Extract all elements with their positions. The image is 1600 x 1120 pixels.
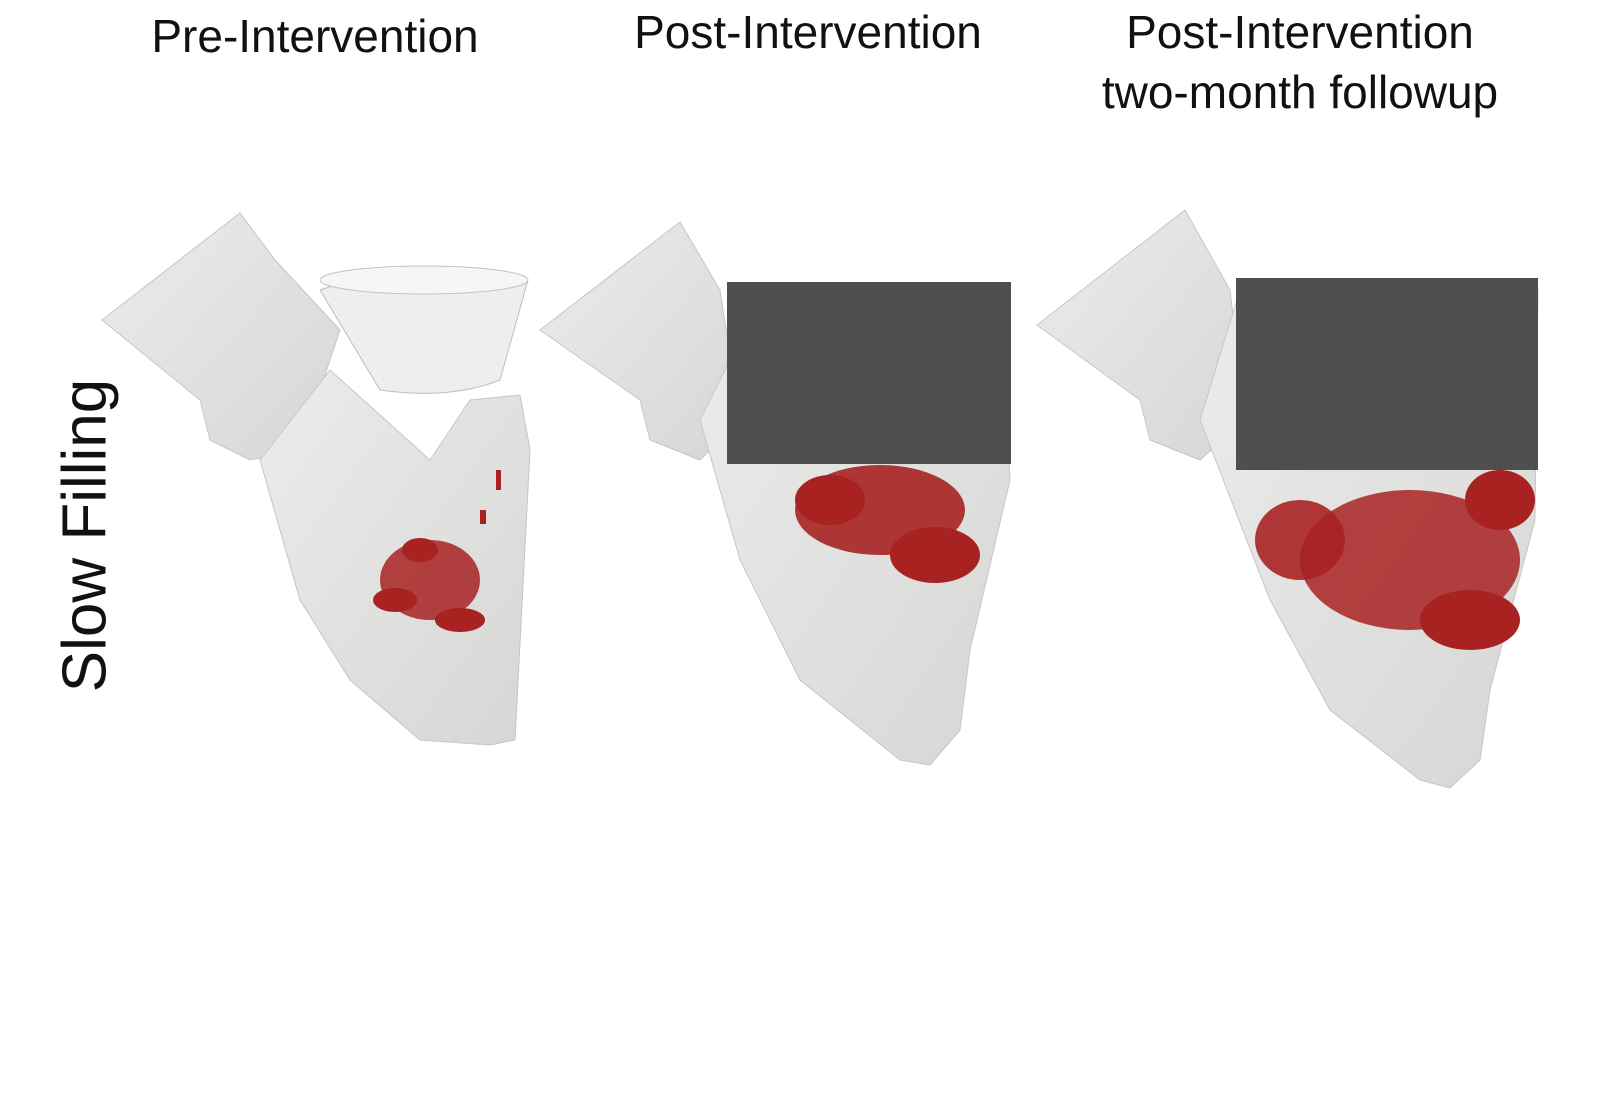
column-title-followup-line2: two-month followup (1101, 66, 1499, 118)
vortex-structures (1255, 470, 1535, 650)
column-title-followup: Post-Intervention two-month followup (1070, 2, 1530, 122)
heart-pre-intervention (101, 212, 531, 746)
column-title-pre-intervention: Pre-Intervention (151, 10, 479, 62)
vortex-structures (795, 465, 980, 583)
column-title-post-intervention: Post-Intervention (634, 6, 982, 58)
redaction-box (1236, 278, 1538, 470)
redaction-box (727, 282, 1011, 464)
column-title-followup-line1: Post-Intervention (1126, 6, 1474, 58)
vortex-structures (373, 470, 501, 632)
heart-post-intervention (539, 221, 1011, 766)
heart-followup (1036, 209, 1539, 789)
